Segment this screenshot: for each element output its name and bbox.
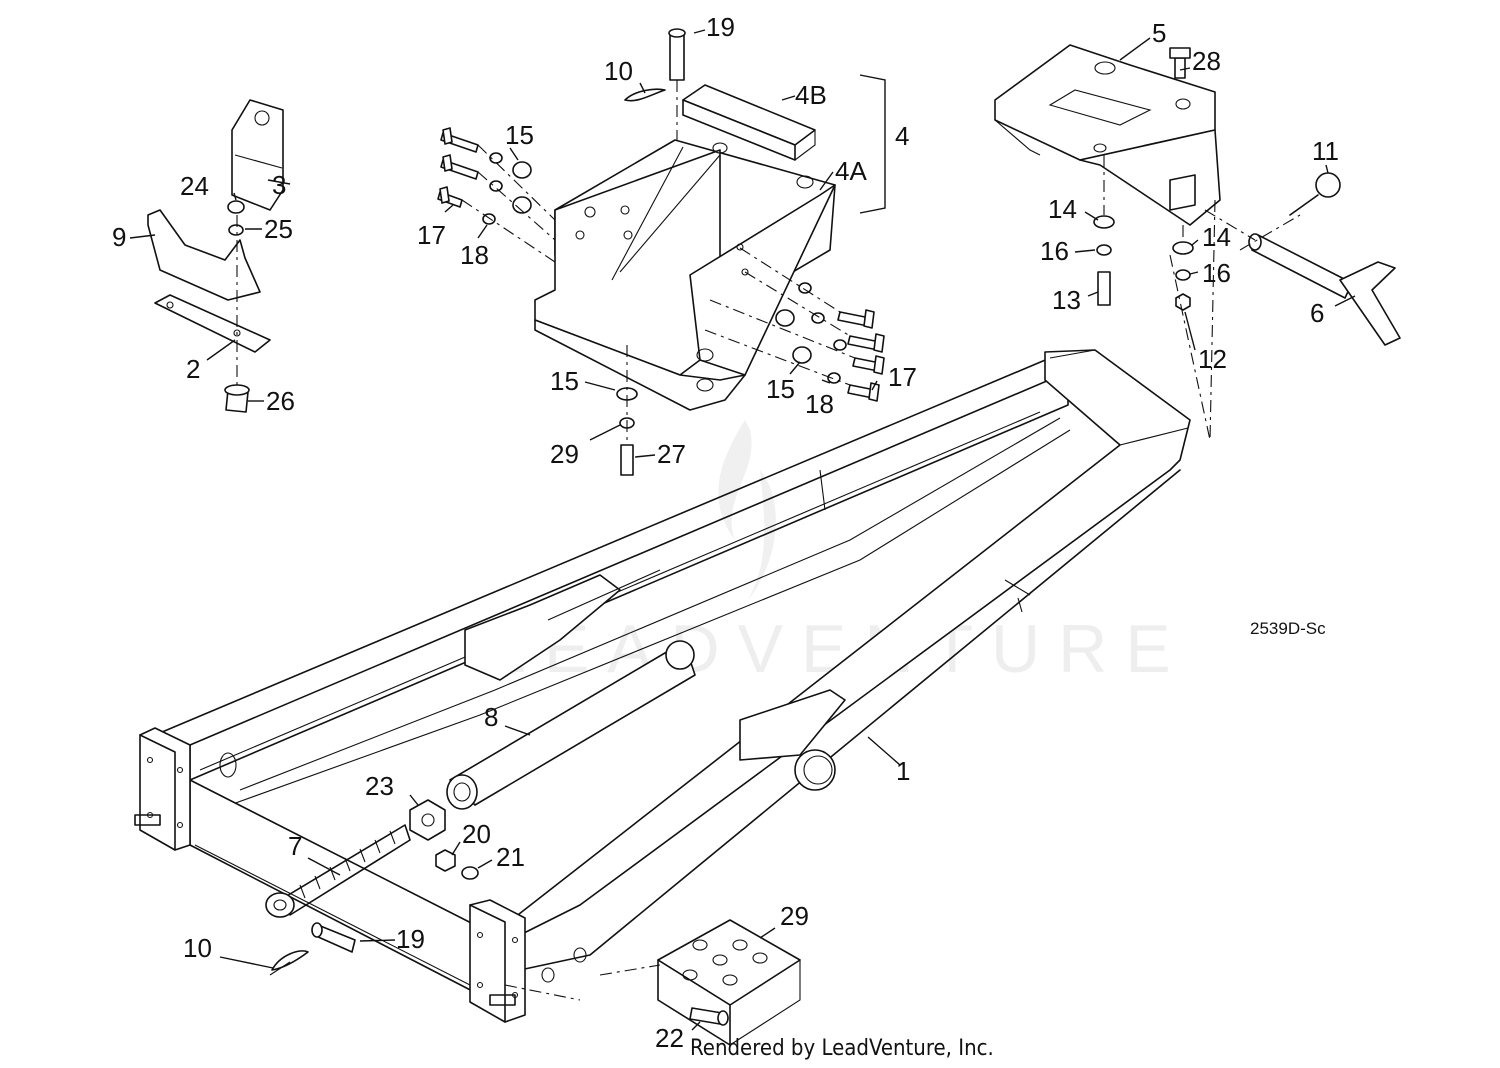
callout-label: 18 <box>460 240 489 270</box>
callout-label: 11 <box>1312 136 1339 166</box>
fasteners-left <box>437 127 556 263</box>
callout-label: 29 <box>780 901 809 931</box>
callout-label: 24 <box>180 171 209 201</box>
leader-lines <box>129 29 1356 1031</box>
callout-label: 26 <box>266 386 295 416</box>
callout-label: 23 <box>365 771 394 801</box>
callout-label: 25 <box>264 214 293 244</box>
callout-label: 4A <box>835 156 867 186</box>
nut <box>435 849 456 872</box>
callout-label: 27 <box>657 439 686 469</box>
callout-label: 16 <box>1202 258 1231 288</box>
nut <box>409 799 446 841</box>
callout-label: 29 <box>550 439 579 469</box>
callout-label: 8 <box>484 702 498 732</box>
callout-label: 16 <box>1040 236 1069 266</box>
washer <box>1093 215 1115 229</box>
reference-code: 2539D-Sc <box>1250 619 1326 638</box>
callout-label: 17 <box>417 220 446 250</box>
callout-label: 15 <box>550 366 579 396</box>
callout-label: 3 <box>272 170 286 200</box>
bolt <box>1174 57 1186 79</box>
assembly-bracket-line <box>859 74 886 214</box>
callout-label: 15 <box>505 120 534 150</box>
a-frame <box>134 349 1191 1023</box>
upper-bracket-5 <box>994 44 1221 226</box>
callout-label: 4 <box>895 121 909 151</box>
clevis-pin-lower <box>269 922 356 976</box>
callout-label: 7 <box>288 831 302 861</box>
lock-washer <box>1096 244 1112 256</box>
callout-label: 4B <box>795 80 827 110</box>
callout-label: 1 <box>896 756 910 786</box>
callout-label: 18 <box>805 389 834 419</box>
credit-text: Rendered by LeadVenture, Inc. <box>690 1036 994 1061</box>
watermark: LEADVENTURE <box>488 420 1171 687</box>
axle-tube <box>446 569 696 810</box>
hitch-bracket-4 <box>534 84 836 411</box>
nut <box>1175 293 1191 311</box>
callouts: 1 2 3 4 4A 4B 5 6 7 8 9 10 10 11 12 13 1… <box>112 12 1339 1053</box>
callout-label: 14 <box>1048 194 1077 224</box>
callout-label: 10 <box>604 56 633 86</box>
callout-label: 13 <box>1052 285 1081 315</box>
callout-label: 9 <box>112 222 126 252</box>
callout-label: 20 <box>462 819 491 849</box>
callout-label: 10 <box>183 933 212 963</box>
fasteners-right <box>704 247 885 402</box>
washer <box>1172 241 1194 255</box>
clevis-pin-upper <box>624 28 686 140</box>
hitch-pin-6 <box>1204 172 1401 346</box>
threaded-rod <box>265 824 411 918</box>
callout-label: 21 <box>496 842 525 872</box>
bolt <box>1097 271 1111 306</box>
callout-label: 28 <box>1192 46 1221 76</box>
callout-label: 19 <box>706 12 735 42</box>
callout-label: 19 <box>396 924 425 954</box>
callout-label: 12 <box>1198 344 1227 374</box>
callout-label: 22 <box>655 1023 684 1053</box>
callout-label: 14 <box>1202 222 1231 252</box>
callout-label: 6 <box>1310 298 1324 328</box>
plate-assembly-left <box>147 99 284 413</box>
bolt <box>620 444 634 476</box>
callout-label: 2 <box>186 354 200 384</box>
callout-label: 5 <box>1152 18 1166 48</box>
callout-label: 17 <box>888 362 917 392</box>
lock-washer <box>1175 269 1191 281</box>
callout-label: 15 <box>766 374 795 404</box>
mounting-bracket-29 <box>657 919 801 1046</box>
